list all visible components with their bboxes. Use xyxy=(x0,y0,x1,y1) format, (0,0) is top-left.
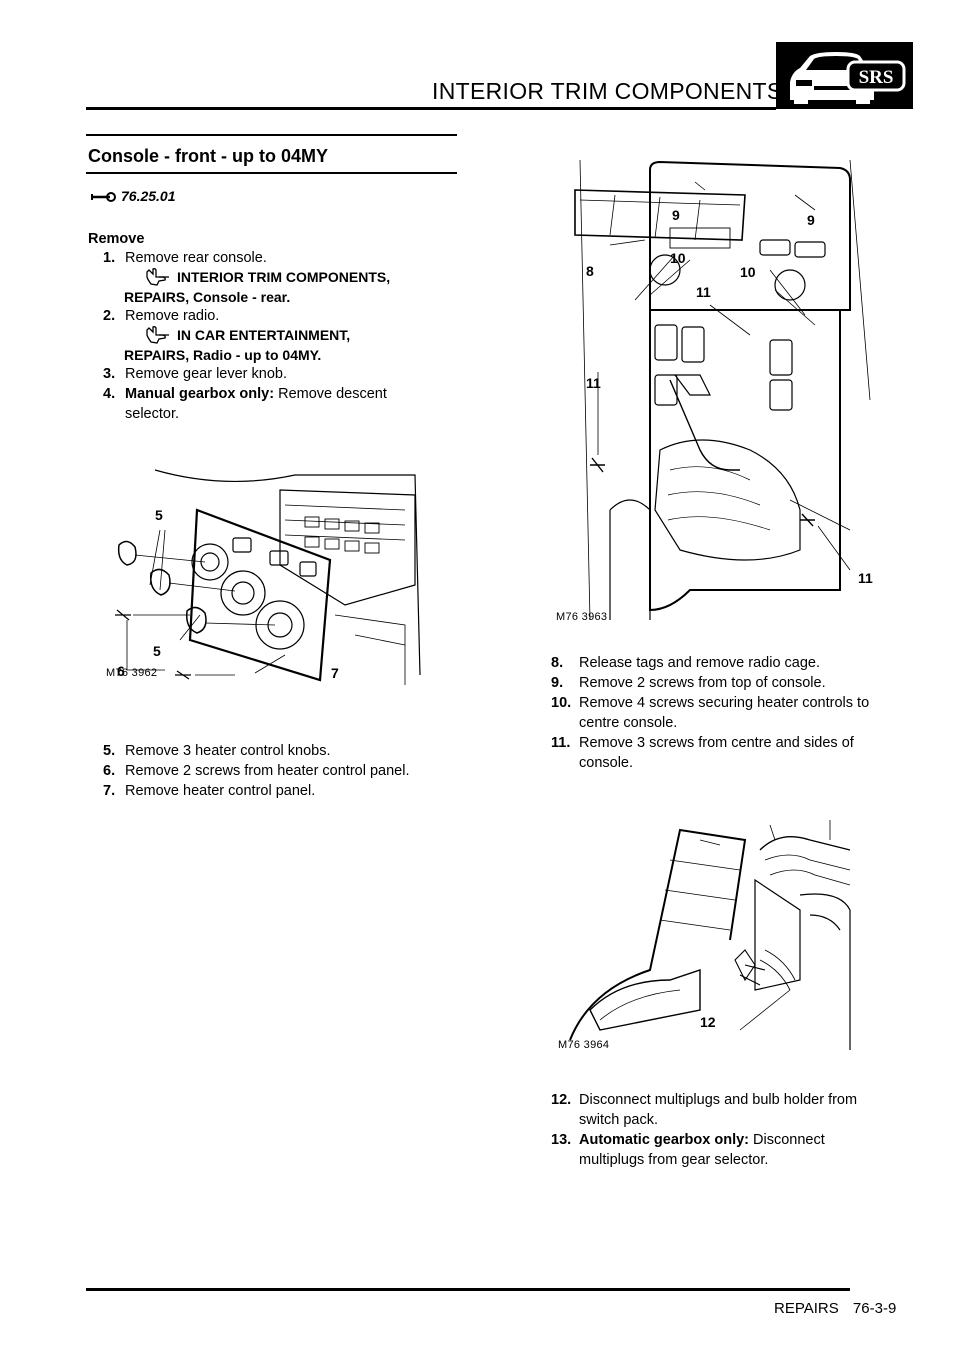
step-2: 2.Remove radio. xyxy=(103,308,220,324)
fig2-callout-11: 11 xyxy=(696,284,711,300)
fig2-callout-11b: 11 xyxy=(586,375,601,391)
fig2-callout-9b: 9 xyxy=(807,212,815,228)
step-11: 11.Remove 3 screws from centre and sides… xyxy=(551,735,854,751)
step-11-cont: console. xyxy=(579,755,634,771)
fig2-caption: M76 3963 xyxy=(556,611,608,623)
operation-number: 76.25.01 xyxy=(121,188,176,204)
figure-switch-pack: 12 xyxy=(560,820,860,1050)
step-3: 3.Remove gear lever knob. xyxy=(103,366,287,382)
fig2-callout-8: 8 xyxy=(586,263,594,279)
header-rule xyxy=(86,107,776,110)
footer-page-number: 76-3-9 xyxy=(852,1300,897,1317)
fig1-caption: M76 3962 xyxy=(106,667,158,679)
footer-section: REPAIRS xyxy=(774,1300,839,1317)
page-header-title: INTERIOR TRIM COMPONENTS xyxy=(432,78,783,104)
step-2-reference-cont[interactable]: REPAIRS, Radio - up to 04MY. xyxy=(124,347,322,363)
fig3-caption: M76 3964 xyxy=(558,1039,610,1051)
fig1-callout-6: 6 xyxy=(117,663,125,679)
step-13: 13.Automatic gearbox only: Disconnect xyxy=(551,1132,825,1148)
pointing-hand-icon xyxy=(145,268,171,291)
step-7: 7.Remove heater control panel. xyxy=(103,783,316,799)
step-1-reference[interactable]: INTERIOR TRIM COMPONENTS, xyxy=(145,267,390,291)
figure-heater-panel: 5 5 6 7 xyxy=(105,465,425,690)
step-9: 9.Remove 2 screws from top of console. xyxy=(551,675,826,691)
fig3-callout-12: 12 xyxy=(700,1014,716,1030)
step-10: 10.Remove 4 screws securing heater contr… xyxy=(551,695,870,711)
page-footer: REPAIRS 76-3-9 xyxy=(774,1300,896,1317)
remove-heading: Remove xyxy=(88,231,145,247)
step-13-cont: multiplugs from gear selector. xyxy=(579,1152,769,1168)
step-2-reference[interactable]: IN CAR ENTERTAINMENT, xyxy=(145,325,350,349)
step-12: 12.Disconnect multiplugs and bulb holder… xyxy=(551,1092,858,1108)
step-10-cont: centre console. xyxy=(579,715,678,731)
spanner-icon xyxy=(90,190,116,208)
fig2-callout-9: 9 xyxy=(672,207,680,223)
srs-badge: SRS xyxy=(776,42,913,109)
step-1: 1.Remove rear console. xyxy=(103,250,267,266)
pointing-hand-icon xyxy=(145,326,171,349)
car-srs-icon: SRS xyxy=(790,52,906,104)
step-4-cont: selector. xyxy=(125,406,179,422)
section-rule-bottom xyxy=(86,172,457,174)
fig2-callout-11c: 11 xyxy=(858,570,873,586)
step-12-cont: switch pack. xyxy=(579,1112,658,1128)
step-1-reference-cont[interactable]: REPAIRS, Console - rear. xyxy=(124,289,291,305)
step-5: 5.Remove 3 heater control knobs. xyxy=(103,743,331,759)
footer-rule xyxy=(86,1288,850,1291)
fig2-callout-10b: 10 xyxy=(740,264,756,280)
srs-badge-text: SRS xyxy=(859,67,894,88)
fig2-callout-10: 10 xyxy=(670,250,686,266)
step-4: 4.Manual gearbox only: Remove descent xyxy=(103,386,387,402)
section-title: Console - front - up to 04MY xyxy=(88,146,328,166)
fig1-callout-5b: 5 xyxy=(153,643,161,659)
step-6: 6.Remove 2 screws from heater control pa… xyxy=(103,763,410,779)
fig1-callout-5: 5 xyxy=(155,507,163,523)
step-8: 8.Release tags and remove radio cage. xyxy=(551,655,821,671)
section-rule-top xyxy=(86,134,457,136)
figure-console-front: 9 9 8 10 10 11 11 11 xyxy=(550,150,885,621)
fig1-callout-7: 7 xyxy=(331,665,339,681)
